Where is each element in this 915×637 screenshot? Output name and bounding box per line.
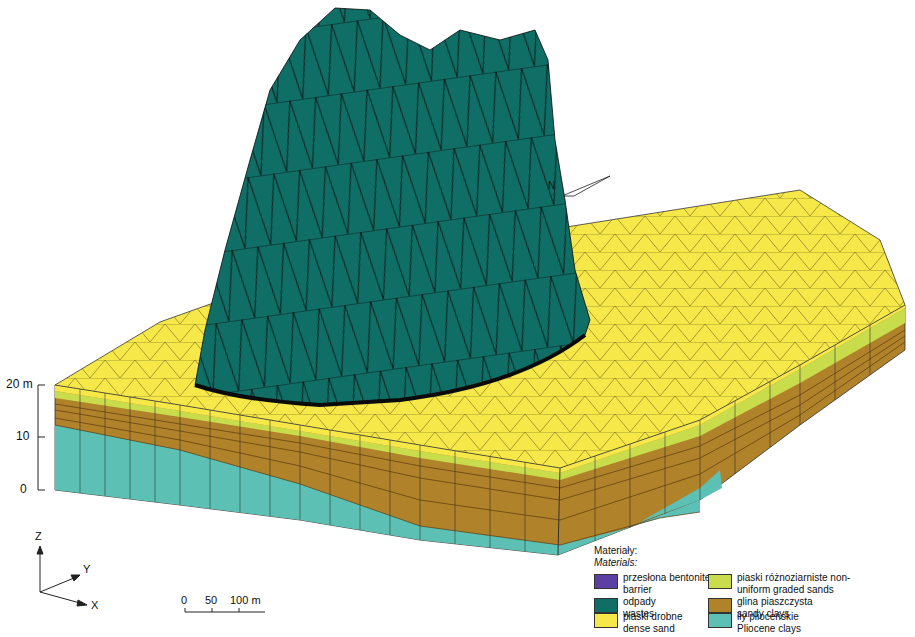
scale-value: 20 m	[6, 378, 33, 391]
scale-value: 10	[16, 430, 29, 443]
legend-item: piaski drobne dense sand	[594, 611, 695, 634]
clay-patch	[640, 470, 722, 522]
scale-value: 100 m	[230, 594, 261, 606]
legend-swatch	[594, 613, 618, 628]
legend-swatch	[708, 574, 732, 589]
bentonite-barrier	[195, 335, 585, 405]
legend-swatch	[708, 613, 732, 628]
axis-label: Y	[83, 563, 90, 575]
waste-mesh	[195, 8, 590, 405]
scale-value: 0	[181, 594, 187, 606]
scale-bar	[185, 608, 265, 612]
legend-text: przesłona bentonite barrier	[623, 572, 711, 595]
waste-mound	[195, 8, 590, 405]
axis-label: Z	[35, 530, 42, 542]
height-scale	[38, 385, 45, 490]
legend-swatch	[594, 598, 618, 613]
north-label: N	[548, 180, 555, 191]
legend-swatch	[708, 598, 732, 613]
legend-swatch	[594, 574, 618, 589]
axis-label: X	[91, 599, 98, 611]
legend-heading: Materiały:	[594, 545, 637, 556]
legend-item: przesłona bentonite barrier	[594, 572, 711, 595]
legend-text: iły plioceńskie Pliocene clays	[737, 611, 819, 634]
legend-text: piaski różnoziarniste non-uniform graded…	[737, 572, 869, 595]
legend-item: iły plioceńskie Pliocene clays	[708, 611, 819, 634]
legend-heading: Materials:	[594, 557, 637, 568]
axes	[37, 546, 87, 606]
scale-value: 0	[20, 483, 27, 496]
legend-item: piaski różnoziarniste non-uniform graded…	[708, 572, 869, 595]
scale-value: 50	[205, 594, 217, 606]
legend-text: piaski drobne dense sand	[623, 611, 695, 634]
